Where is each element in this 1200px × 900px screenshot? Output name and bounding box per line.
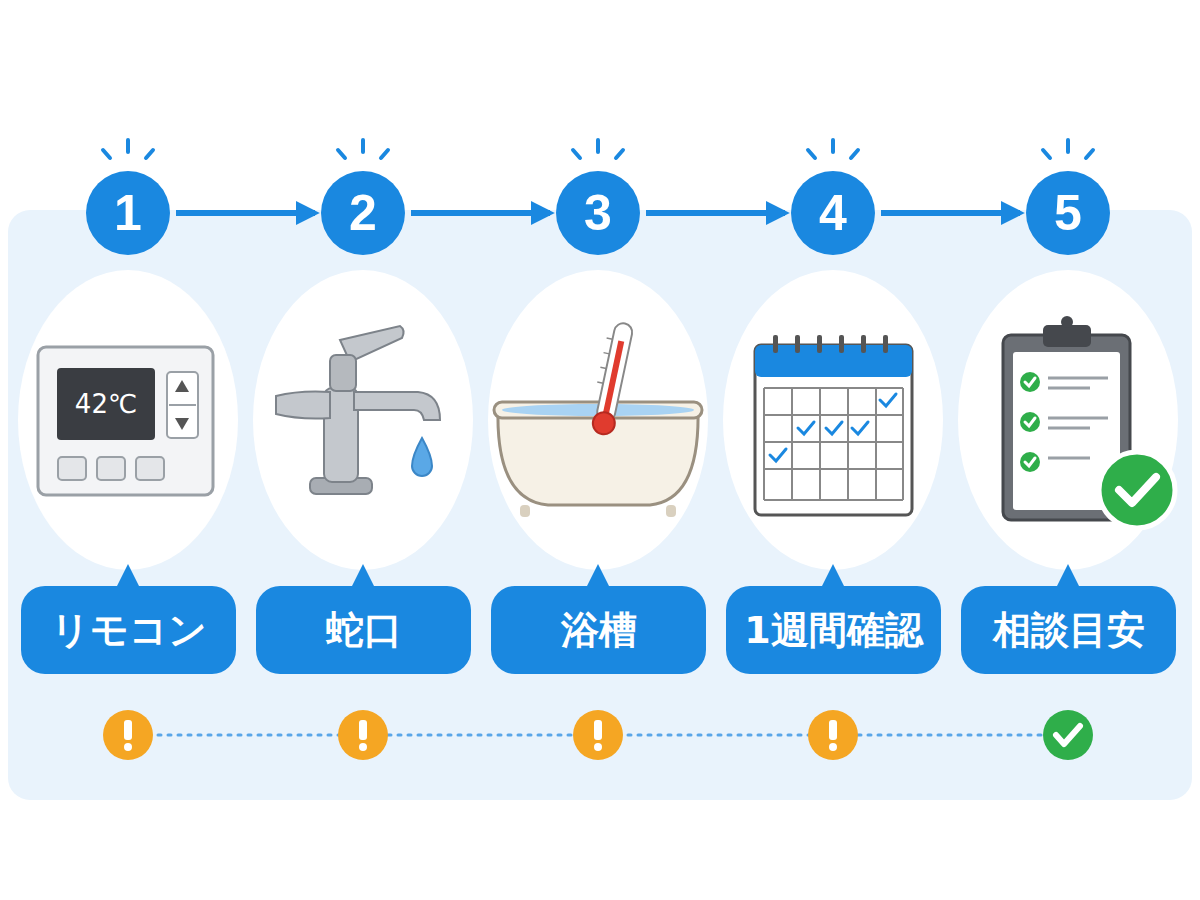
step-label: 1週間確認: [726, 586, 941, 674]
step-number: 4: [791, 171, 875, 255]
step-title: 蛇口: [326, 605, 402, 656]
callout-number: 4: [819, 184, 847, 242]
step-title: 相談目安: [993, 605, 1145, 656]
step-number: 2: [321, 171, 405, 255]
display-frame: 42℃: [57, 368, 155, 440]
step-title: 1週間確認: [744, 605, 922, 656]
step-label: 蛇口: [256, 586, 471, 674]
flow-arrow: [881, 210, 1020, 216]
step-title: リモコン: [51, 605, 207, 656]
flow-arrow: [411, 210, 550, 216]
flow-arrow: [646, 210, 785, 216]
callout-number: 5: [1054, 184, 1082, 242]
callout-number: 3: [584, 184, 612, 242]
step-title: 浴槽: [561, 605, 637, 656]
flow-arrow: [176, 210, 315, 216]
step-label: 浴槽: [491, 586, 706, 674]
step-label: 相談目安: [961, 586, 1176, 674]
callout-number: 2: [349, 184, 377, 242]
display-reading: 42℃: [75, 389, 137, 419]
step-number: 3: [556, 171, 640, 255]
step-label: リモコン: [21, 586, 236, 674]
step-number: 1: [86, 171, 170, 255]
callout-number: 1: [114, 184, 142, 242]
step-number: 5: [1026, 171, 1110, 255]
